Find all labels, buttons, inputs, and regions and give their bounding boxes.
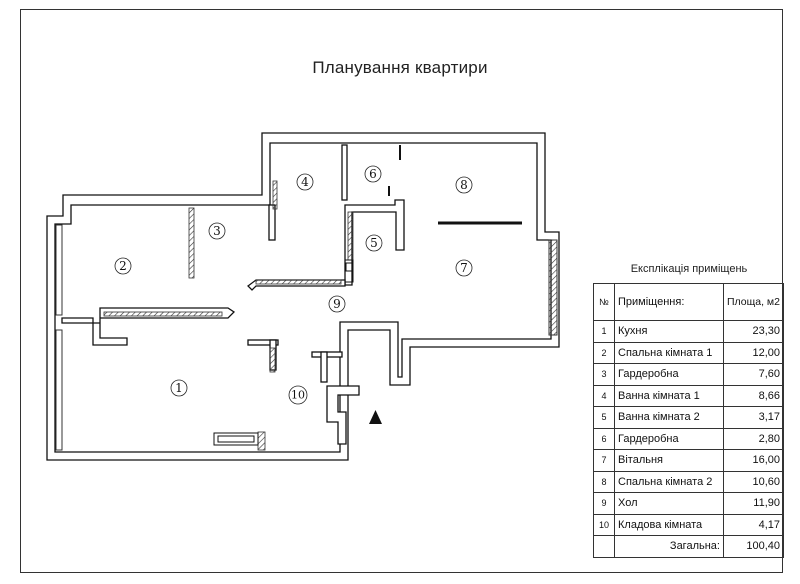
partition-4 [272, 180, 278, 210]
cell-number: 5 [593, 406, 615, 429]
partition-2-3 [188, 207, 195, 279]
outer-wall [46, 132, 560, 461]
room-label-4: 4 [301, 175, 309, 189]
cell-number: 9 [593, 492, 615, 515]
partition-2 [103, 311, 223, 317]
bath-5-wall [344, 199, 405, 286]
wall-storage-2 [320, 351, 328, 383]
cell-number: 4 [593, 384, 615, 407]
cell-name: Спальна кімната 1 [614, 341, 724, 364]
cell-name: Гардеробна [614, 427, 724, 450]
room-label-3: 3 [213, 224, 221, 238]
cell-area: 10,60 [722, 470, 785, 493]
room-label-2: 2 [119, 259, 127, 273]
cell-area: 3,17 [722, 406, 785, 429]
explication-header-row: № Приміщення: Площа, м2 [593, 283, 785, 321]
cell-name: Гардеробна [614, 363, 724, 386]
cell-number: 10 [593, 513, 615, 536]
cell-number: 6 [593, 427, 615, 450]
cell-name: Ванна кімната 2 [614, 406, 724, 429]
header-room: Приміщення: [614, 283, 724, 321]
total-label: Загальна: [614, 535, 724, 558]
cell-area: 23,30 [722, 320, 785, 343]
left-window [55, 224, 63, 316]
partition-kitchen [269, 347, 276, 373]
wall-4-6 [341, 144, 348, 201]
cell-empty [593, 535, 615, 558]
cell-area: 8,66 [722, 384, 785, 407]
cell-name: Хол [614, 492, 724, 515]
cell-number: 1 [593, 320, 615, 343]
wall-2-1 [61, 307, 236, 346]
header-number: № [593, 283, 615, 321]
cell-area: 2,80 [722, 427, 785, 450]
right-window [548, 239, 558, 336]
cell-number: 3 [593, 363, 615, 386]
bathtub-fixture [213, 432, 259, 446]
cell-area: 11,90 [722, 492, 785, 515]
room-label-10: 10 [291, 389, 305, 402]
entrance-marker [369, 410, 382, 424]
room-label-5: 5 [370, 236, 378, 250]
explication-title: Експлікація приміщень [630, 263, 748, 275]
left-window-2 [55, 329, 63, 451]
cell-name: Ванна кімната 1 [614, 384, 724, 407]
toilet-fixture [344, 259, 354, 283]
header-area: Площа, м2 [722, 283, 785, 321]
cell-area: 4,17 [722, 513, 785, 536]
cell-name: Спальна кімната 2 [614, 470, 724, 493]
room-label-6: 6 [369, 167, 377, 181]
cell-area: 7,60 [722, 363, 785, 386]
cell-name: Кухня [614, 320, 724, 343]
cell-area: 16,00 [722, 449, 785, 472]
wall-4-left [268, 204, 276, 241]
cell-number: 7 [593, 449, 615, 472]
total-area: 100,40 [722, 535, 785, 558]
room-label-7: 7 [460, 261, 468, 275]
wall-kitchen-1 [247, 339, 279, 346]
storage-box [326, 385, 360, 445]
cell-number: 2 [593, 341, 615, 364]
cell-name: Кладова кімната [614, 513, 724, 536]
cell-area: 12,00 [722, 341, 785, 364]
partition-kitchen-bottom [257, 431, 266, 451]
partition-corridor [255, 279, 342, 285]
room-label-1: 1 [175, 381, 183, 395]
room-label-9: 9 [333, 297, 341, 311]
room-label-8: 8 [460, 178, 468, 192]
cell-name: Вітальня [614, 449, 724, 472]
total-row: Загальна:100,40 [593, 535, 785, 558]
cell-number: 8 [593, 470, 615, 493]
inner-wall [54, 142, 552, 453]
partition-5 [347, 211, 354, 261]
plan-title: Планування квартири [312, 58, 488, 77]
